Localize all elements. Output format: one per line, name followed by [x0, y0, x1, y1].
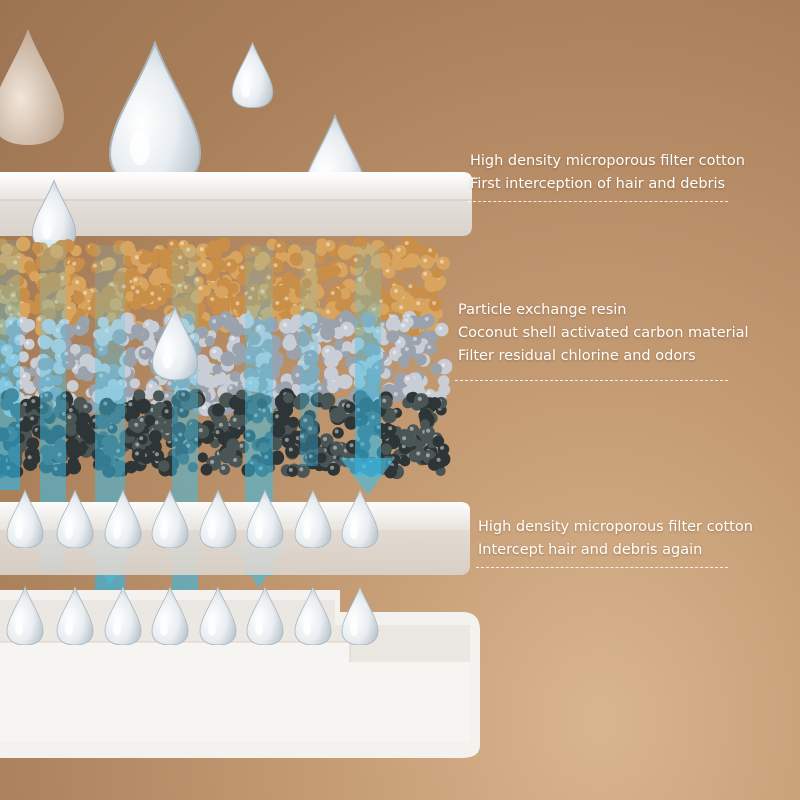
middle-layer-label: Particle exchange resin Coconut shell ac… [458, 299, 749, 368]
middle-layer-resin: Particle exchange resin [458, 302, 627, 318]
bottom-layer-label: High density microporous filter cotton I… [478, 516, 753, 562]
top-label-divider [468, 201, 728, 202]
top-layer-label: High density microporous filter cotton F… [470, 150, 745, 196]
top-layer-description: First interception of hair and debris [470, 176, 726, 192]
top-filter-plate [0, 172, 472, 236]
top-layer-title: High density microporous filter cotton [470, 153, 745, 169]
middle-layer-description: Filter residual chlorine and odors [458, 348, 696, 364]
media-particles [0, 236, 453, 480]
middle-label-divider [455, 380, 728, 381]
bottom-label-divider [476, 567, 728, 568]
bottom-layer-title: High density microporous filter cotton [478, 519, 753, 535]
bottom-layer-description: Intercept hair and debris again [478, 542, 703, 558]
middle-layer-carbon: Coconut shell activated carbon material [458, 325, 749, 341]
